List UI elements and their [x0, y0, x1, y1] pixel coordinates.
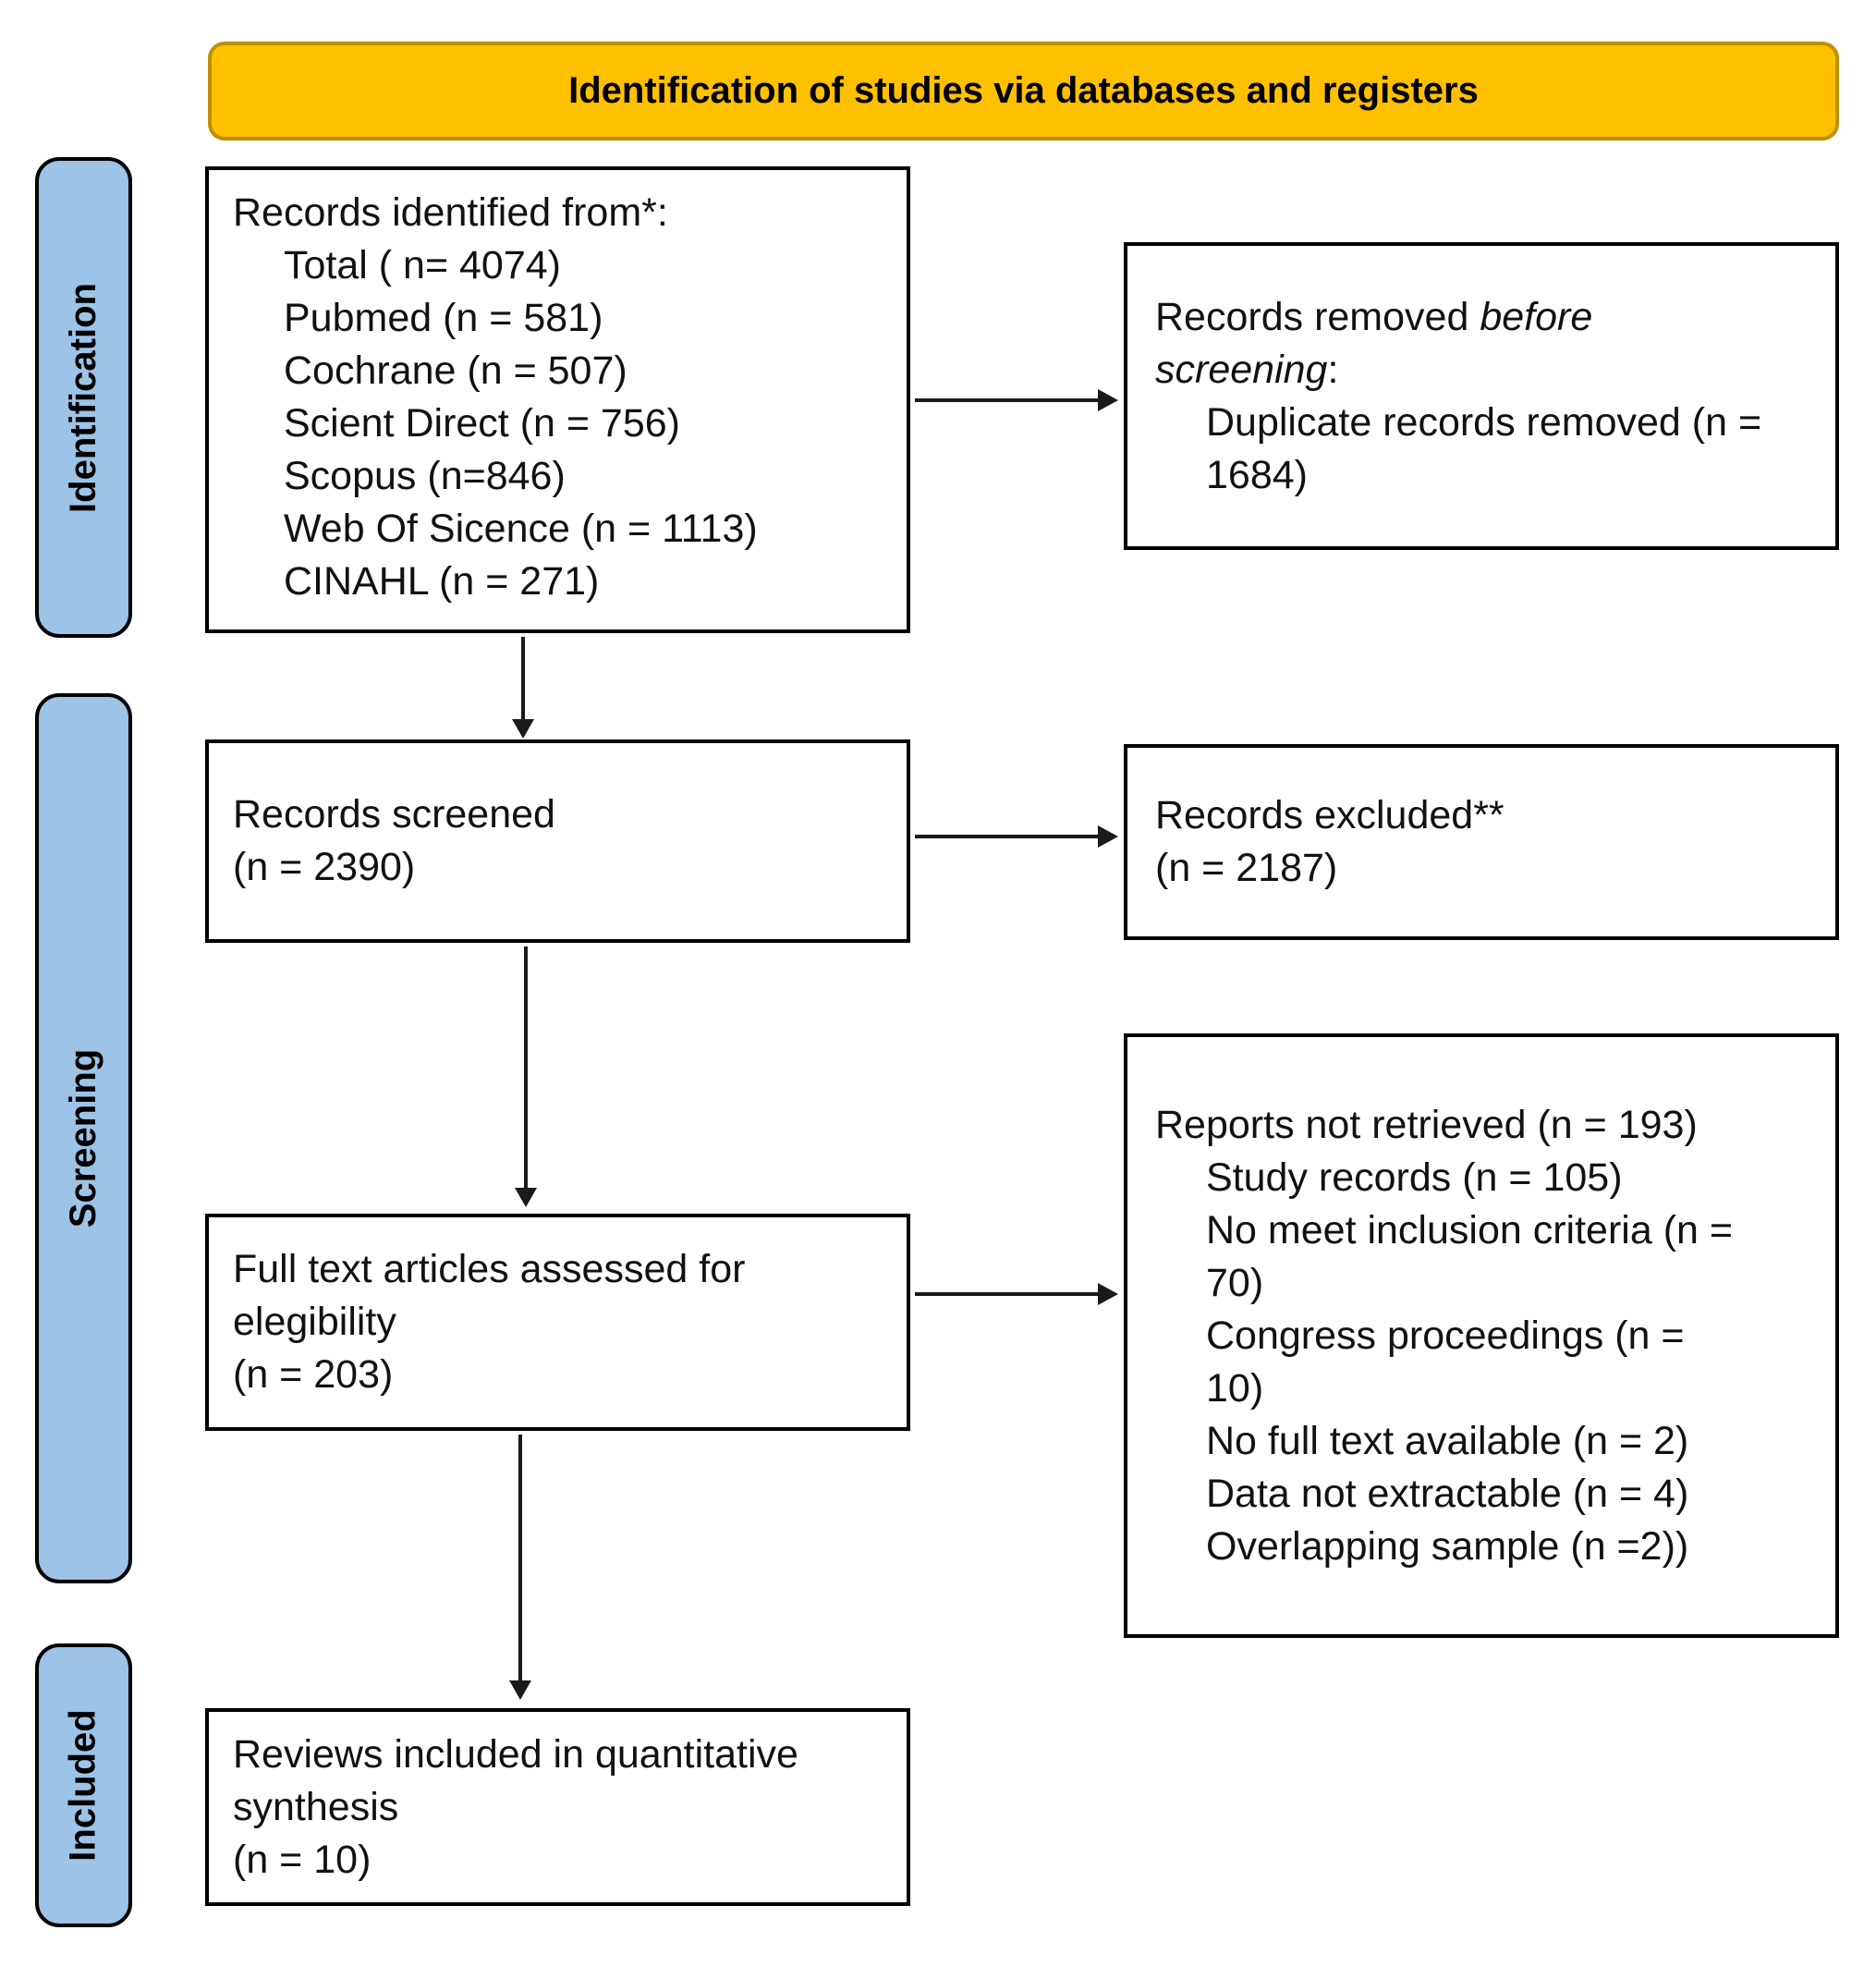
flow-box-records-screened: Records screened (n = 2390): [205, 739, 910, 943]
stage-label-included: Included: [35, 1643, 132, 1927]
arrow-identified-to-removed-head: [1098, 389, 1118, 411]
records-identified-list: Total ( n= 4074) Pubmed (n = 581) Cochra…: [233, 239, 883, 608]
arrow-identified-to-removed-line: [915, 398, 1100, 402]
list-item: Scopus (n=846): [284, 454, 566, 498]
list-item: Total ( n= 4074): [284, 243, 561, 287]
list-item: Duplicate records removed (n = 1684): [1206, 399, 1762, 497]
flow-box-reports-not-retrieved: Reports not retrieved (n = 193) Study re…: [1124, 1033, 1839, 1638]
arrow-screened-to-fulltext-head: [515, 1188, 537, 1207]
fulltext-assessed-count: (n = 203): [233, 1352, 394, 1397]
reviews-included-line1: Reviews included in quantitative synthes…: [233, 1731, 798, 1829]
banner-identification-of-studies: Identification of studies via databases …: [208, 42, 1839, 140]
arrow-fulltext-to-notretrieved-line: [915, 1292, 1100, 1296]
records-removed-title: Records removed before screening:: [1155, 291, 1780, 397]
records-removed-title-prefix: Records removed: [1155, 294, 1480, 339]
list-item: Cochrane (n = 507): [284, 348, 627, 393]
records-excluded-line1: Records excluded**: [1155, 793, 1504, 837]
flow-box-records-identified: Records identified from*: Total ( n= 407…: [205, 166, 910, 633]
reports-not-retrieved-list: Study records (n = 105) No meet inclusio…: [1155, 1152, 1813, 1573]
stage-label-identification: Identification: [35, 157, 132, 638]
stage-label-identification-text: Identification: [63, 282, 104, 513]
list-item: Overlapping sample (n =2)): [1206, 1523, 1689, 1569]
list-item: Congress proceedings (n = 10): [1206, 1313, 1685, 1411]
arrow-fulltext-to-included-line: [518, 1435, 522, 1684]
flow-box-records-removed-before-screening: Records removed before screening: Duplic…: [1124, 242, 1839, 550]
flow-box-reviews-included: Reviews included in quantitative synthes…: [205, 1708, 910, 1906]
list-item: No full text available (n = 2): [1206, 1418, 1689, 1463]
records-removed-list: Duplicate records removed (n = 1684): [1155, 397, 1780, 502]
records-removed-title-colon: :: [1327, 347, 1339, 392]
stage-label-screening-text: Screening: [63, 1048, 104, 1228]
arrow-screened-to-excluded-line: [915, 835, 1100, 838]
arrow-identified-to-screened-head: [512, 719, 534, 739]
list-item: Data not extractable (n = 4): [1206, 1471, 1689, 1516]
arrow-screened-to-excluded-head: [1098, 825, 1118, 848]
list-item: Pubmed (n = 581): [284, 296, 603, 340]
fulltext-assessed-line1: Full text articles assessed for elegibil…: [233, 1247, 746, 1344]
list-item: Scient Direct (n = 756): [284, 401, 680, 446]
banner-title: Identification of studies via databases …: [568, 70, 1479, 111]
records-removed-title-italic: before screening: [1155, 294, 1593, 392]
flow-box-records-excluded: Records excluded** (n = 2187): [1124, 744, 1839, 940]
list-item: No meet inclusion criteria (n = 70): [1206, 1207, 1733, 1305]
arrow-fulltext-to-notretrieved-head: [1098, 1283, 1118, 1305]
list-item: CINAHL (n = 271): [284, 559, 600, 604]
reports-not-retrieved-title: Reports not retrieved (n = 193): [1155, 1102, 1698, 1147]
records-screened-count: (n = 2390): [233, 845, 416, 889]
arrow-identified-to-screened-line: [521, 637, 525, 723]
reviews-included-count: (n = 10): [233, 1837, 372, 1882]
flow-box-fulltext-assessed: Full text articles assessed for elegibil…: [205, 1214, 910, 1431]
records-screened-line1: Records screened: [233, 792, 555, 837]
list-item: Study records (n = 105): [1206, 1154, 1623, 1200]
stage-label-included-text: Included: [63, 1709, 104, 1862]
stage-label-screening: Screening: [35, 693, 132, 1583]
list-item: Web Of Sicence (n = 1113): [284, 507, 758, 551]
arrow-fulltext-to-included-head: [509, 1680, 531, 1700]
records-identified-title: Records identified from*:: [233, 190, 668, 235]
records-excluded-count: (n = 2187): [1155, 846, 1338, 890]
arrow-screened-to-fulltext-line: [524, 947, 528, 1191]
